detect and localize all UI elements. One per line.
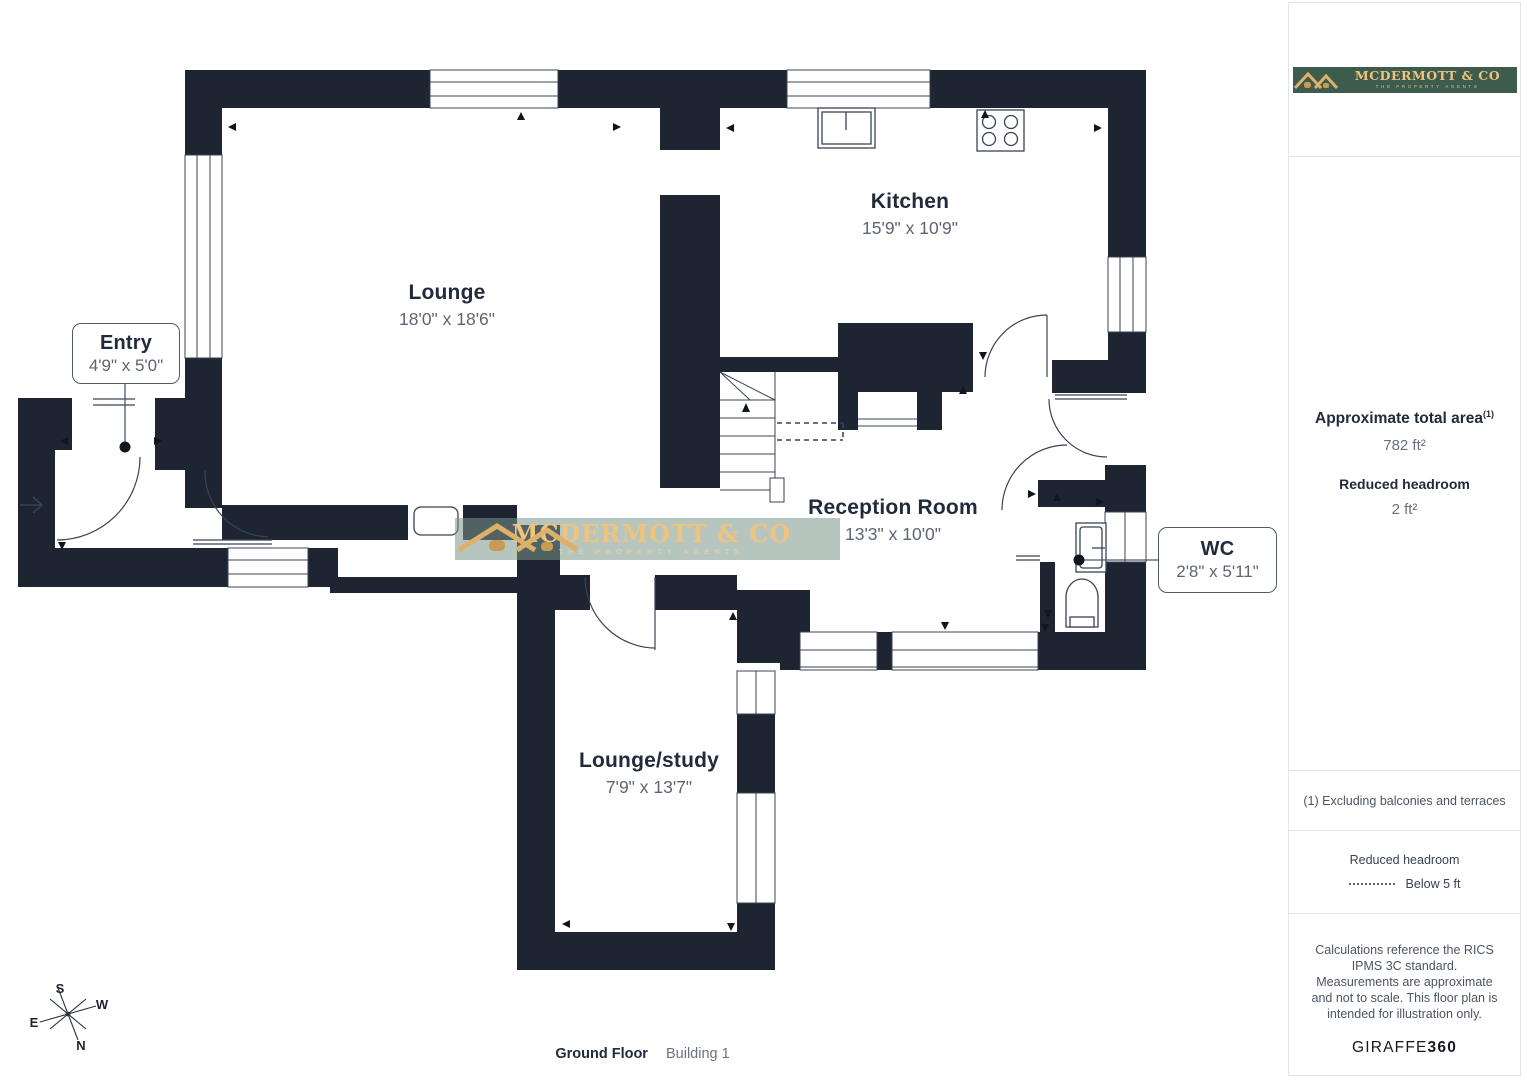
floor-caption: Ground Floor Building 1 (0, 1046, 1285, 1062)
compass-e: E (30, 1015, 39, 1030)
room-name: Lounge (408, 281, 486, 304)
room-label-kitchen: Kitchen 15'9" x 10'9" (862, 190, 958, 239)
room-dims: 18'0" x 18'6" (399, 309, 495, 329)
sidebar-legend-section: Reduced headroom Below 5 ft (1289, 831, 1520, 914)
window (786, 69, 931, 109)
brand-name: MCDERMOTT & CO (1354, 68, 1501, 83)
door-arc (204, 469, 269, 538)
room-dims: 13'3" x 10'0" (845, 524, 941, 544)
sidebar-logo-section: MCDERMOTT & CO THE PROPERTY AGENTS (1289, 3, 1520, 157)
fixtures-layer (413, 107, 1107, 628)
callout-wc: WC 2'8" x 5'11" (1158, 527, 1277, 593)
door-arc (56, 456, 141, 541)
room-dims: 4'9" x 5'0" (88, 355, 164, 375)
door-arc (1048, 398, 1108, 458)
building-name: Building 1 (665, 1046, 730, 1062)
door-arc (1001, 444, 1068, 511)
roofs-logo-icon (1293, 71, 1338, 89)
callout-leaders (119, 382, 1158, 566)
staircase (719, 371, 785, 503)
room-dims: 7'9" x 13'7" (605, 777, 693, 797)
compass-w: W (96, 997, 109, 1012)
room-dims: 2'8" x 5'11" (1176, 562, 1259, 581)
agency-watermark: MCDERMOTT & CO THE PROPERTY AGENTS (455, 518, 840, 560)
room-name: Kitchen (870, 190, 950, 213)
footnote-ref: (1) (1482, 408, 1494, 419)
compass-s: S (56, 981, 65, 996)
reduced-headroom-title: Reduced headroom (1339, 476, 1470, 493)
room-name: Reception Room (808, 496, 978, 519)
compass-n: N (76, 1038, 85, 1053)
legend-value: Below 5 ft (1405, 877, 1461, 891)
room-label-lounge-study: Lounge/study 7'9" x 13'7" (579, 749, 719, 798)
window (184, 154, 223, 359)
radiator-icon (413, 506, 459, 536)
callout-entry: Entry 4'9" x 5'0" (72, 323, 180, 384)
sidebar-area-section: Approximate total area(1) 782 ft² Reduce… (1289, 157, 1520, 771)
window (1107, 256, 1147, 333)
sidebar-footnote-section: (1) Excluding balconies and terraces (1289, 771, 1520, 831)
total-area-value: 782 ft² (1383, 437, 1426, 455)
info-sidebar: MCDERMOTT & CO THE PROPERTY AGENTS Appro… (1288, 2, 1521, 1076)
room-name: Lounge/study (578, 749, 720, 772)
serving-hatch (858, 392, 917, 430)
brand-banner: MCDERMOTT & CO THE PROPERTY AGENTS (1292, 66, 1517, 93)
giraffe360-logo: GIRAFFE360 (1351, 1039, 1458, 1056)
watermark-brand-tagline: THE PROPERTY AGENTS (558, 546, 745, 556)
burner-icon (981, 114, 997, 130)
window (227, 547, 309, 588)
giraffe360-logo-text: GIRAFFE (1351, 1039, 1428, 1056)
disclaimer-text: Calculations reference the RICS IPMS 3C … (1311, 943, 1498, 1021)
window (891, 631, 1039, 671)
total-area-title: Approximate total area(1) (1315, 408, 1494, 428)
watermark-brand-name: MCDERMOTT & CO (511, 518, 792, 548)
door-arc (584, 576, 656, 649)
entrance-arrow-icon (20, 496, 44, 514)
room-label-lounge: Lounge 18'0" x 18'6" (399, 281, 495, 330)
floorplan-drawing: S W E N (18, 69, 1158, 1053)
room-name: WC (1200, 538, 1235, 560)
footnote-text: (1) Excluding balconies and terraces (1303, 793, 1506, 808)
toilet-icon (1069, 616, 1095, 628)
reduced-headroom-dashed-line (777, 422, 844, 441)
toilet-icon (1065, 578, 1099, 628)
reduced-headroom-value: 2 ft² (1391, 501, 1418, 519)
brand-tagline: THE PROPERTY AGENTS (1375, 84, 1480, 89)
walls-layer (18, 70, 1146, 970)
burner-icon (1003, 114, 1019, 130)
door-arc (984, 314, 1048, 378)
room-name: Entry (99, 331, 153, 354)
wall-opening (660, 150, 720, 195)
burner-icon (981, 131, 997, 147)
window-mullions (196, 81, 1134, 903)
floor-name: Ground Floor (555, 1046, 648, 1062)
compass-icon: S W E N (30, 981, 109, 1053)
dotted-line-sample (1348, 883, 1395, 885)
roofs-logo-icon (457, 523, 579, 553)
doors-layer (56, 314, 1127, 650)
floorplan-canvas: S W E N Lounge 18'0" x 18'6" Kitchen 15'… (18, 69, 1277, 1053)
room-label-reception-room: Reception Room 13'3" x 10'0" (808, 496, 978, 545)
room-dims: 15'9" x 10'9" (862, 218, 958, 238)
sidebar-disclaimer-section: Calculations reference the RICS IPMS 3C … (1289, 914, 1520, 1075)
window (429, 69, 559, 109)
legend-title: Reduced headroom (1349, 853, 1460, 867)
window (799, 631, 878, 671)
measure-arrows (58, 110, 1104, 931)
burner-icon (1003, 131, 1019, 147)
